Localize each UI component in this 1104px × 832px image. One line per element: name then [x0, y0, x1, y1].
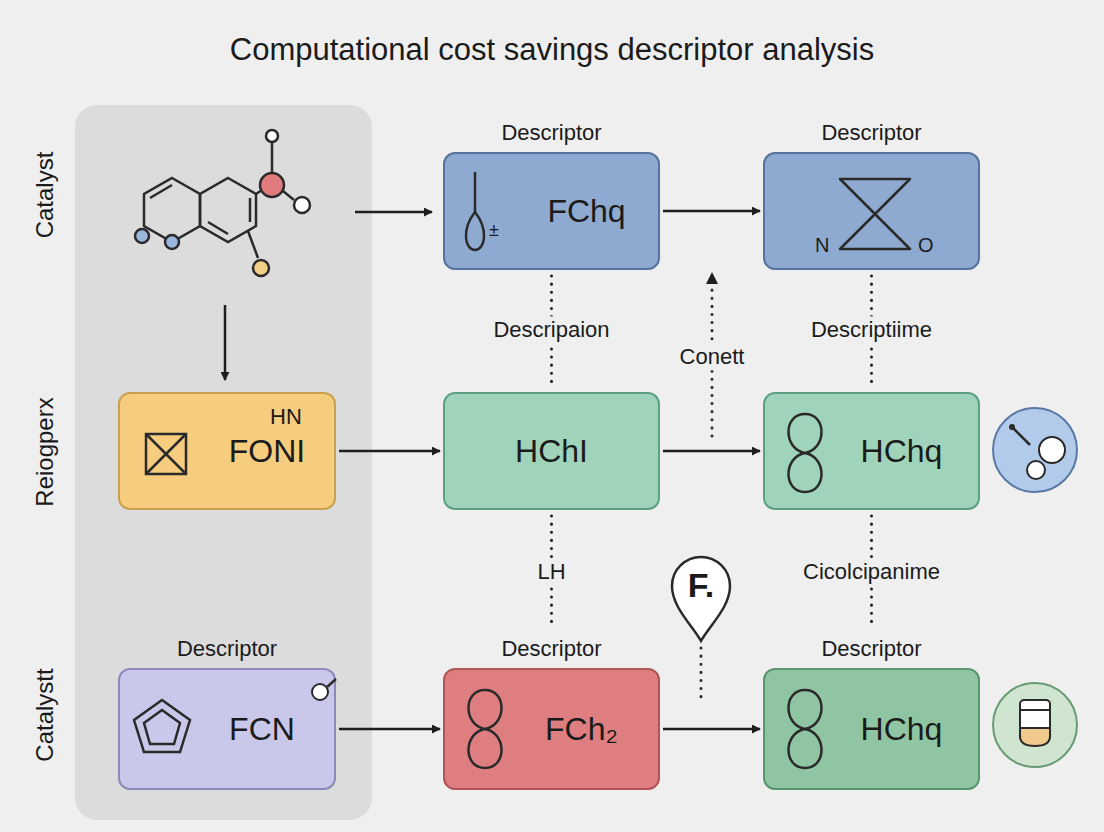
- box-annotation: ±: [489, 220, 499, 241]
- connector-label: Descripaion: [489, 316, 613, 343]
- shape-part: [993, 683, 1077, 767]
- row-label: Catalyst: [30, 148, 60, 243]
- shape-part: [144, 710, 180, 744]
- shape-part: [672, 557, 730, 641]
- shape-part: [150, 185, 172, 198]
- molecule-illustration: [135, 130, 310, 276]
- descriptor-box: Descriptor±FChq: [443, 152, 660, 270]
- box-heading: Descriptor: [501, 120, 601, 145]
- descriptor-box: DescriptorNO: [763, 152, 980, 270]
- connector-label: Descriptiime: [807, 316, 936, 343]
- descriptor-box: HChq: [763, 392, 980, 510]
- shape-part: [1013, 428, 1030, 445]
- side-icon: [993, 408, 1077, 492]
- reagent-box: HN FONI: [118, 392, 336, 510]
- connector-label: LH: [533, 558, 569, 585]
- shape-part: [1039, 437, 1065, 463]
- box-heading: Descriptor: [821, 120, 921, 145]
- box-annotation: HN: [270, 404, 302, 429]
- box-heading: Descriptor: [821, 636, 921, 661]
- box-label: FONI: [229, 433, 305, 470]
- shape-part: [474, 172, 477, 212]
- descriptor-box: DescriptorHChq: [763, 668, 980, 790]
- shape-part: [283, 191, 294, 200]
- row-label: Reiogperx: [30, 393, 60, 510]
- shape-part: [1027, 461, 1045, 479]
- shape-part: [294, 197, 310, 213]
- box-label: HChq: [861, 711, 943, 748]
- shape-part: [789, 690, 822, 768]
- box-heading: Descriptor: [501, 636, 601, 661]
- arrow-head: [706, 272, 718, 284]
- shape-part: [146, 434, 186, 474]
- shape-part: [1020, 709, 1050, 711]
- descriptor-box: HChI: [443, 392, 660, 510]
- arrow-connector: [663, 210, 760, 213]
- map-pin: F.: [670, 555, 732, 643]
- shape-part: [789, 414, 822, 492]
- descriptor-box: DescriptorFCh₂: [443, 668, 660, 790]
- arrow-connector: [663, 728, 760, 731]
- shape-part: [469, 690, 502, 768]
- shape-part: [249, 198, 252, 222]
- box-label: FCN: [229, 711, 295, 748]
- shape-part: [165, 235, 179, 249]
- box-symbol: [765, 154, 982, 272]
- box-symbol: [120, 670, 338, 792]
- shape-part: [1020, 728, 1050, 746]
- shape-part: [271, 142, 274, 173]
- box-label: HChI: [515, 433, 588, 470]
- shape-part: [134, 700, 190, 752]
- shape-part: [700, 648, 703, 700]
- shape-part: [208, 222, 228, 234]
- shape-part: [266, 130, 278, 142]
- shape-part: [253, 260, 269, 276]
- shape-part: [466, 212, 484, 250]
- input-panel: [75, 105, 372, 820]
- descriptor-box: DescriptorFCN: [118, 668, 336, 790]
- shape-part: [993, 408, 1077, 492]
- arrow-connector: [339, 728, 440, 731]
- diagram-title: Computational cost savings descriptor an…: [0, 32, 1104, 68]
- side-icon: [993, 683, 1077, 767]
- shape-part: [248, 231, 258, 258]
- annotation-label: Conett: [676, 343, 749, 370]
- shape-part: [144, 178, 200, 242]
- box-label: FCh₂: [545, 711, 618, 748]
- arrow-connector: [663, 450, 760, 453]
- shape-part: [146, 434, 186, 474]
- box-label: FChq: [547, 193, 625, 230]
- shape-part: [135, 229, 149, 243]
- shape-part: [312, 684, 328, 700]
- shape-part: [1009, 424, 1015, 430]
- arrow-connector: [339, 450, 440, 453]
- shape-part: [260, 173, 284, 197]
- box-annotation: N: [815, 234, 829, 257]
- shape-part: [840, 179, 910, 249]
- shape-part: [327, 679, 336, 687]
- box-label: F.: [688, 566, 714, 605]
- box-annotation: O: [918, 234, 934, 257]
- box-label: HChq: [861, 433, 943, 470]
- box-heading: Descriptor: [177, 636, 277, 661]
- connector-label: Cicolcipanime: [799, 558, 944, 585]
- row-label: Catalystt: [30, 664, 60, 765]
- flow-arrows: [225, 212, 432, 380]
- shape-part: [355, 211, 432, 214]
- shape-part: [224, 305, 227, 380]
